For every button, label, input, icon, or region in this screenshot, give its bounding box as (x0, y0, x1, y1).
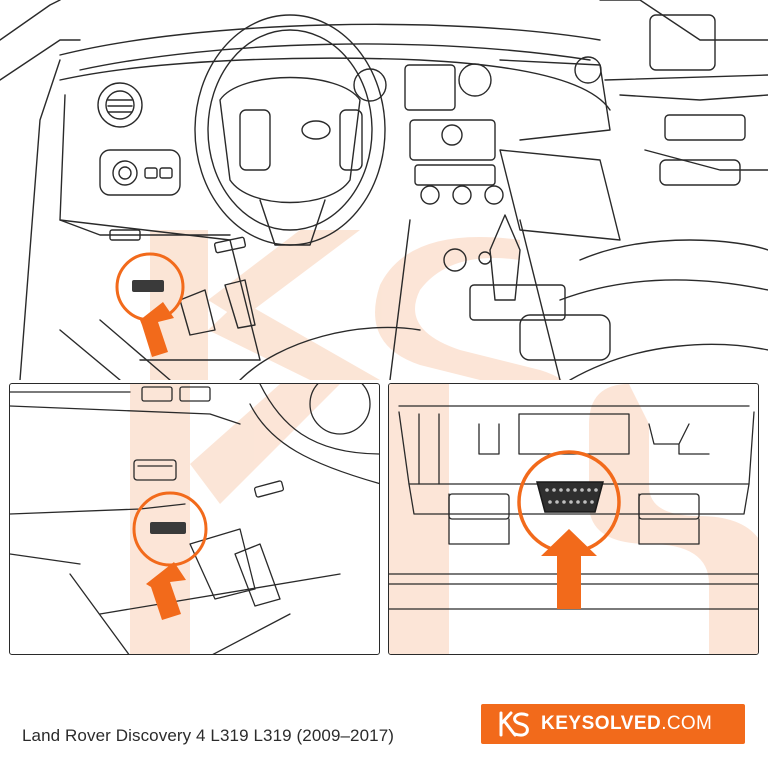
brand-tld: .COM (661, 713, 713, 734)
arrow-up-icon (541, 529, 597, 609)
obd-port-icon (536, 481, 604, 513)
obd-highlight-inset-left (132, 491, 208, 620)
obd-highlight-closeup (517, 450, 621, 609)
watermark-ks-inset-right (389, 384, 758, 654)
keysolved-brand-badge: KEYSOLVED .COM (481, 704, 745, 744)
brand-name: KEYSOLVED (541, 713, 662, 734)
obd-pins (545, 488, 598, 504)
dashboard-illustration (0, 0, 768, 380)
ks-logo-icon (499, 711, 529, 737)
inset-footwell (9, 383, 380, 655)
obd-highlight-main (115, 252, 185, 357)
obd-closeup-drawing (389, 384, 758, 654)
dashboard-drawing (0, 0, 768, 380)
vehicle-caption: Land Rover Discovery 4 L319 L319 (2009–2… (22, 726, 395, 745)
footwell-drawing (10, 384, 379, 654)
watermark-ks-logo (150, 230, 562, 380)
inset-obd-port-closeup (388, 383, 759, 655)
